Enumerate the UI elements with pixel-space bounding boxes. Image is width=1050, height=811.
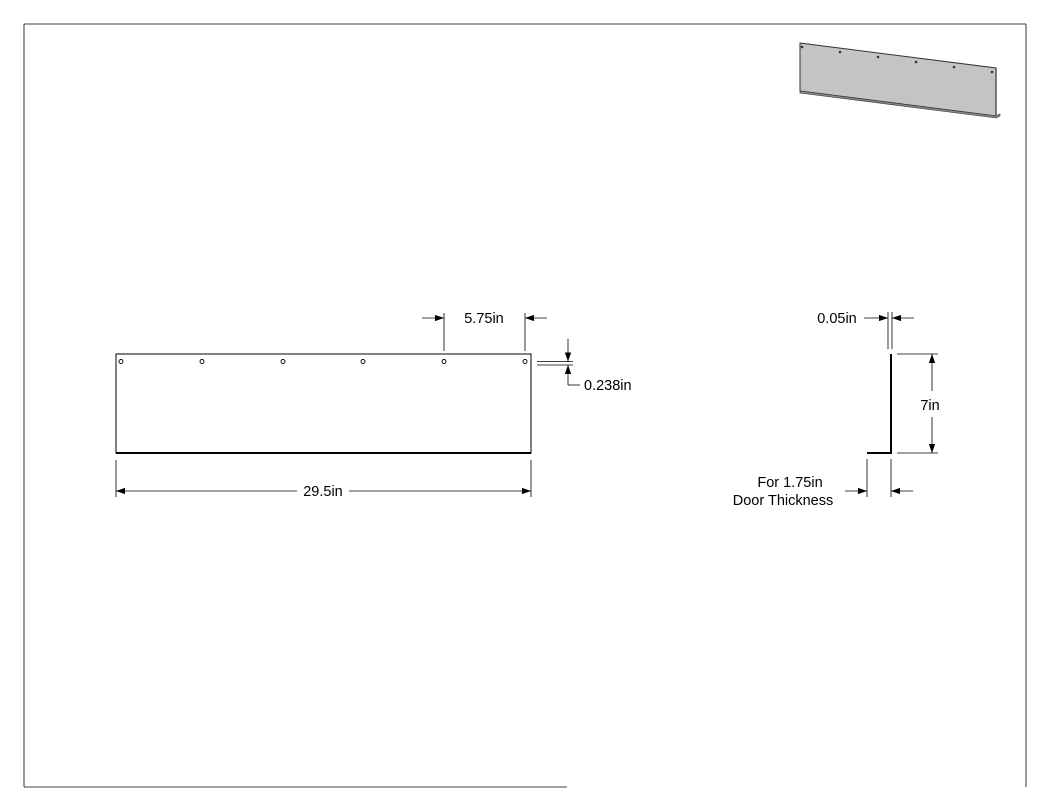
- mounting-hole: [441, 359, 447, 364]
- mounting-hole: [360, 359, 366, 364]
- mounting-hole: [118, 359, 124, 364]
- thickness-label: 0.05in: [817, 311, 857, 327]
- preview-hole: [838, 50, 842, 54]
- preview-hole: [990, 70, 994, 74]
- sheet-border: [23, 23, 1027, 788]
- preview-hole: [800, 45, 804, 49]
- preview-hole: [914, 60, 918, 64]
- dimension-hole-spacing: 5.75in: [422, 311, 547, 351]
- door-thickness-note-line2: Door Thickness: [733, 493, 833, 509]
- door-thickness-note-line1: For 1.75in: [757, 475, 822, 491]
- height-label: 7in: [920, 398, 939, 414]
- mounting-hole: [199, 359, 205, 364]
- mounting-hole: [280, 359, 286, 364]
- hole-offset-label: 0.238in: [584, 378, 632, 394]
- front-view: [115, 353, 532, 454]
- preview-hole: [952, 65, 956, 69]
- preview-hole: [876, 55, 880, 59]
- isometric-preview: [799, 42, 1001, 119]
- mounting-hole: [522, 359, 528, 364]
- dimension-overall-length: 29.5in: [115, 460, 532, 500]
- dimension-door-thickness: For 1.75in Door Thickness: [733, 459, 913, 509]
- dimension-thickness: 0.05in: [817, 311, 914, 349]
- dimension-hole-offset: 0.238in: [537, 339, 632, 394]
- hole-spacing-label: 5.75in: [464, 311, 504, 327]
- dimension-height: 7in: [897, 353, 940, 454]
- overall-length-label: 29.5in: [303, 484, 343, 500]
- plate-outline: [115, 353, 532, 454]
- side-view: [867, 354, 892, 454]
